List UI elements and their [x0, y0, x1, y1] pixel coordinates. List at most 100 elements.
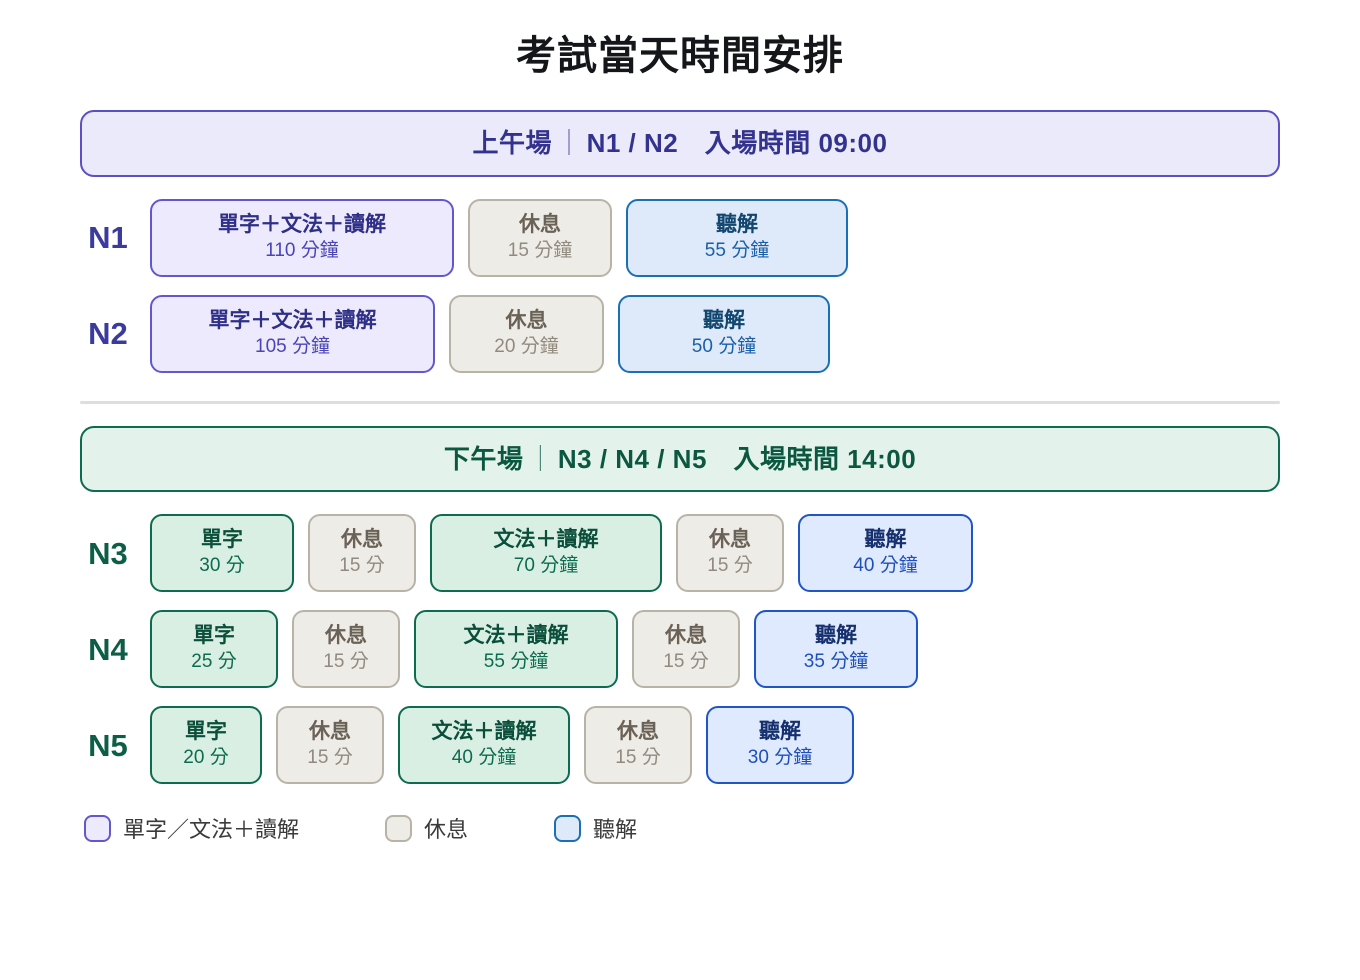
- block-chip-study-green: 文法＋讀解 55 分鐘: [414, 610, 618, 688]
- legend-swatch-purple-icon: [84, 814, 111, 842]
- legend-swatch-listen-icon: [554, 814, 582, 842]
- block-title: 文法＋讀解: [431, 720, 537, 744]
- block-duration: 15 分: [663, 651, 709, 673]
- block-duration: 15 分: [339, 555, 385, 577]
- block-chip-study-green: 單字 20 分: [150, 706, 262, 784]
- block-title: 休息: [519, 212, 561, 236]
- block-duration: 35 分鐘: [803, 651, 869, 673]
- block-duration: 55 分鐘: [704, 239, 770, 261]
- block-duration: 30 分: [199, 555, 245, 577]
- block-chip-study-green: 文法＋讀解 70 分鐘: [430, 514, 662, 592]
- block-duration: 55 分鐘: [483, 651, 549, 673]
- session-name: 下午場: [443, 443, 524, 474]
- block-title: 休息: [709, 528, 751, 552]
- block-title: 單字: [185, 720, 227, 744]
- block-duration: 40 分鐘: [451, 747, 517, 769]
- block-title: 聽解: [815, 624, 857, 648]
- session-entry-time: 入場時間 09:00: [704, 128, 888, 158]
- level-label-n3: N3: [88, 535, 128, 571]
- block-title: 文法＋讀解: [493, 528, 599, 552]
- block-chip-study-purple: 單字＋文法＋讀解 105 分鐘: [150, 294, 435, 373]
- block-title: 休息: [665, 624, 707, 648]
- block-chip-break: 休息 15 分: [676, 514, 784, 592]
- legend: 單字／文法＋讀解 休息 聽解: [80, 812, 1280, 844]
- block-title: 休息: [341, 528, 383, 552]
- chip-track: 單字＋文法＋讀解 105 分鐘 休息 20 分鐘 聽解 50 分鐘: [150, 294, 830, 373]
- block-title: 聽解: [864, 528, 907, 552]
- block-duration: 15 分: [615, 747, 661, 769]
- legend-label: 單字／文法＋讀解: [123, 817, 300, 842]
- block-duration: 105 分鐘: [255, 335, 330, 357]
- block-duration: 20 分: [183, 747, 229, 769]
- session-banner-afternoon: 下午場｜N3 / N4 / N5 入場時間 14:00: [80, 425, 1280, 492]
- block-chip-break: 休息 20 分鐘: [449, 294, 604, 373]
- block-chip-study-purple: 單字＋文法＋讀解 110 分鐘: [150, 198, 454, 277]
- session-banner-morning: 上午場｜N1 / N2 入場時間 09:00: [80, 110, 1280, 177]
- block-chip-study-green: 單字 25 分: [150, 610, 278, 688]
- block-duration: 15 分: [323, 651, 369, 673]
- block-duration: 50 分鐘: [691, 335, 757, 357]
- block-duration: 15 分: [307, 747, 353, 769]
- session-levels: N3 / N4 / N5: [557, 443, 707, 474]
- block-duration: 25 分: [191, 651, 237, 673]
- chip-track: 單字 20 分 休息 15 分 文法＋讀解 40 分鐘 休息 15 分 聽解 30 分鐘: [150, 706, 854, 784]
- block-title: 休息: [617, 720, 659, 744]
- block-title: 休息: [309, 720, 351, 744]
- block-title: 聽解: [759, 720, 801, 744]
- block-chip-break: 休息 15 分: [632, 610, 740, 688]
- block-title: 單字: [201, 528, 243, 552]
- block-title: 休息: [505, 308, 548, 332]
- block-title: 休息: [325, 624, 367, 648]
- level-label-n2: N2: [88, 316, 128, 351]
- block-duration: 15 分鐘: [507, 239, 573, 261]
- block-chip-listen-afternoon: 聽解 30 分鐘: [706, 706, 854, 784]
- schedule-row: N2 單字＋文法＋讀解 105 分鐘 休息 20 分鐘 聽解 50 分鐘: [80, 293, 1280, 375]
- legend-item: 聽解: [554, 812, 637, 844]
- page-title: 考試當天時間安排: [516, 34, 844, 78]
- session-name: 上午場: [472, 128, 553, 158]
- session-separator: ｜: [527, 443, 554, 474]
- schedule-row: N5 單字 20 分 休息 15 分 文法＋讀解 40 分鐘 休息 15 分 聽解 30 分鐘: [80, 704, 1280, 786]
- block-chip-listen: 聽解 50 分鐘: [618, 294, 830, 373]
- block-chip-break: 休息 15 分: [276, 706, 384, 784]
- session-levels: N1 / N2: [586, 128, 679, 158]
- legend-swatch-break-icon: [385, 814, 413, 842]
- block-duration: 70 分鐘: [513, 555, 579, 577]
- legend-item: 休息: [385, 812, 468, 844]
- session-entry-time: 入場時間 14:00: [733, 443, 917, 474]
- legend-label: 聽解: [593, 817, 638, 842]
- block-title: 單字＋文法＋讀解: [208, 308, 377, 332]
- block-title: 文法＋讀解: [463, 624, 569, 648]
- block-chip-break: 休息 15 分: [308, 514, 416, 592]
- block-chip-study-green: 單字 30 分: [150, 514, 294, 592]
- block-duration: 20 分鐘: [494, 335, 559, 357]
- block-duration: 15 分: [707, 555, 753, 577]
- block-chip-listen-afternoon: 聽解 35 分鐘: [754, 610, 918, 688]
- legend-item: 單字／文法＋讀解: [84, 812, 299, 844]
- chip-track: 單字 25 分 休息 15 分 文法＋讀解 55 分鐘 休息 15 分 聽解 35 分鐘: [150, 610, 918, 688]
- level-label-n5: N5: [88, 727, 128, 763]
- block-chip-break: 休息 15 分鐘: [468, 198, 612, 277]
- block-title: 單字＋文法＋讀解: [218, 212, 386, 236]
- block-duration: 30 分鐘: [747, 747, 813, 769]
- level-label-n1: N1: [88, 220, 128, 255]
- block-duration: 110 分鐘: [265, 239, 339, 261]
- section-divider: [80, 400, 1280, 404]
- block-chip-break: 休息 15 分: [584, 706, 692, 784]
- block-title: 聽解: [703, 308, 745, 332]
- legend-label: 休息: [424, 817, 469, 842]
- block-chip-study-green: 文法＋讀解 40 分鐘: [398, 706, 570, 784]
- session-separator: ｜: [556, 128, 583, 158]
- block-title: 單字: [193, 624, 235, 648]
